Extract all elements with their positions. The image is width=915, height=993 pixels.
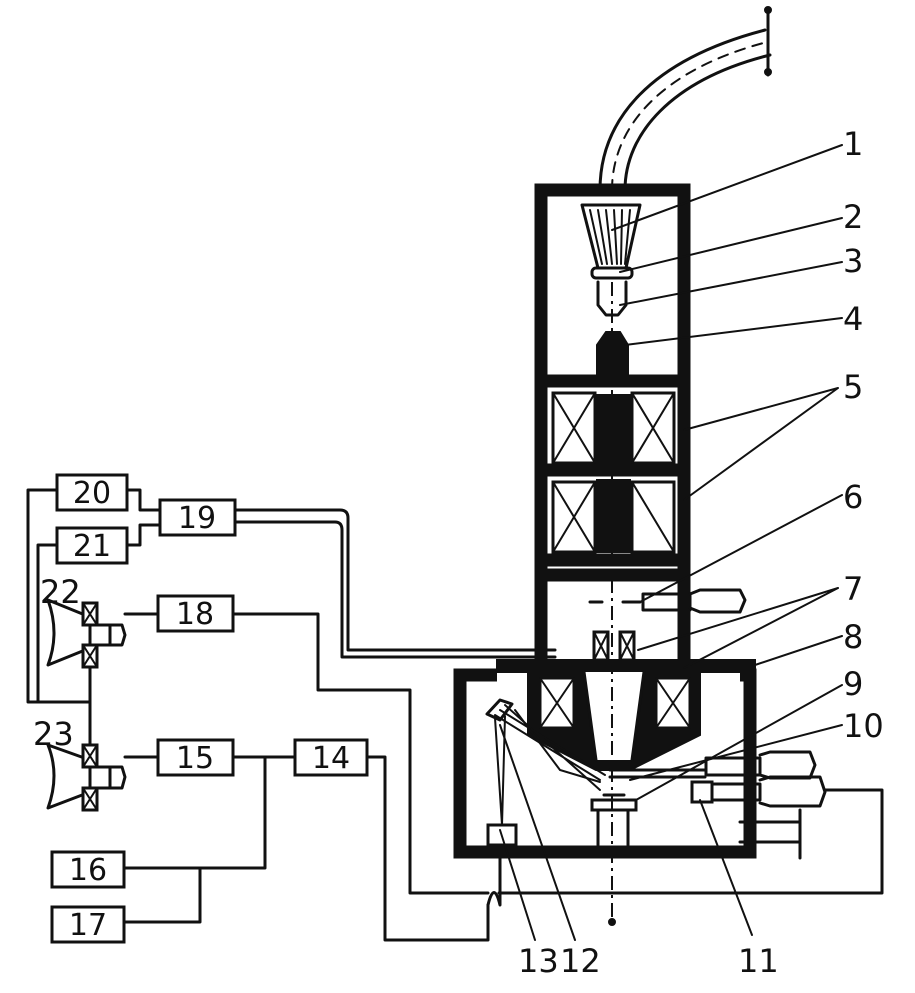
svg-text:17: 17 <box>69 908 107 943</box>
condenser-lens-lower <box>551 479 676 554</box>
objective-lens <box>496 659 756 771</box>
block-19: 19 <box>158 498 237 537</box>
label-6: 6 <box>843 478 863 516</box>
signal-blocks: 20 21 19 18 15 14 16 17 <box>50 473 369 944</box>
filament <box>580 203 642 280</box>
specimen-chamber <box>453 668 802 860</box>
label-22: 22 <box>40 573 81 611</box>
aperture <box>588 588 747 614</box>
svg-text:20: 20 <box>73 476 111 511</box>
crt-23 <box>46 743 127 812</box>
wiring <box>26 488 884 942</box>
block-15: 15 <box>156 738 235 777</box>
label-7: 7 <box>843 570 863 608</box>
block-20: 20 <box>55 473 129 512</box>
crt-22 <box>46 598 127 669</box>
detector-11 <box>690 775 827 808</box>
label-10: 10 <box>843 707 884 745</box>
label-2: 2 <box>843 198 863 236</box>
block-18: 18 <box>156 594 235 633</box>
svg-text:19: 19 <box>178 501 216 536</box>
specimen-stage <box>590 793 638 847</box>
label-1: 1 <box>843 125 863 163</box>
label-23: 23 <box>33 715 74 753</box>
svg-text:15: 15 <box>176 741 214 776</box>
block-21: 21 <box>55 526 129 565</box>
block-16: 16 <box>50 850 126 889</box>
label-8: 8 <box>843 618 863 656</box>
label-9: 9 <box>843 665 863 703</box>
condenser-lens-upper <box>551 391 676 468</box>
label-12: 12 <box>560 942 601 980</box>
label-13: 13 <box>518 942 559 980</box>
part-labels: 1 2 3 4 5 6 7 8 9 10 11 12 13 22 23 <box>33 125 884 980</box>
label-11: 11 <box>738 942 779 980</box>
label-5: 5 <box>843 368 863 406</box>
gun-cable <box>598 6 772 192</box>
svg-text:18: 18 <box>176 597 214 632</box>
svg-text:16: 16 <box>69 853 107 888</box>
svg-text:21: 21 <box>73 529 111 564</box>
block-14: 14 <box>293 738 369 777</box>
block-17: 17 <box>50 905 126 944</box>
leader-lines <box>499 144 843 941</box>
label-4: 4 <box>843 300 863 338</box>
axis-end-dot <box>608 918 616 926</box>
svg-text:14: 14 <box>312 741 350 776</box>
label-3: 3 <box>843 242 863 280</box>
